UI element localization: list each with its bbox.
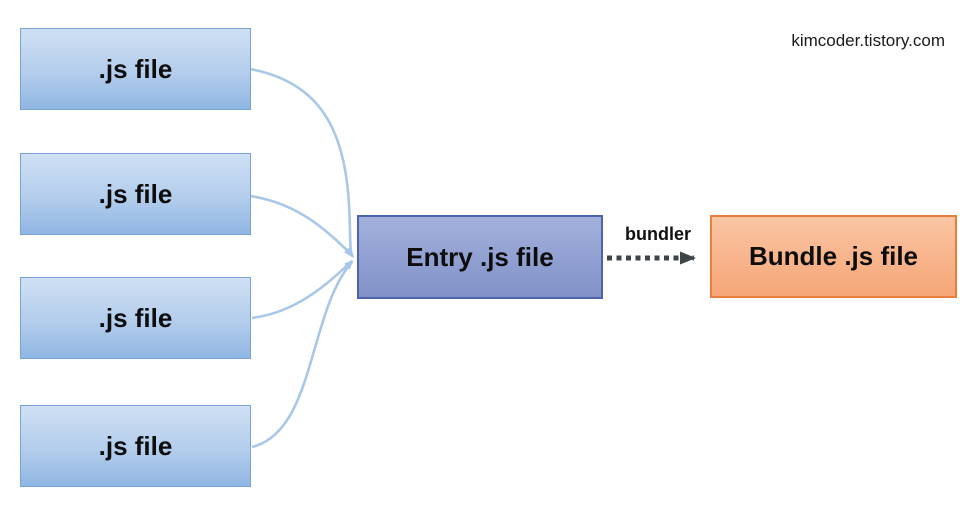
source-js-file-box-2: .js file — [20, 153, 251, 235]
source-js-file-label-1: .js file — [98, 53, 173, 84]
source-js-file-box-1: .js file — [20, 28, 251, 110]
source-js-file-box-4: .js file — [20, 405, 251, 487]
connector-source3-to-entry — [251, 259, 354, 320]
source-js-file-label-2: .js file — [98, 178, 173, 209]
connector-source1-to-entry — [249, 67, 355, 259]
bundler-arrow-label: bundler — [625, 224, 691, 244]
source-js-file-label-3: .js file — [98, 302, 173, 333]
entry-js-file-label: Entry .js file — [406, 241, 554, 272]
entry-js-file-box: Entry .js file — [357, 215, 603, 299]
bundle-js-file-label: Bundle .js file — [748, 241, 919, 271]
connector-source2-to-entry — [249, 194, 354, 257]
source-js-file-box-3: .js file — [20, 277, 251, 359]
watermark-text: kimcoder.tistory.com — [791, 31, 945, 50]
connector-source4-to-entry — [251, 260, 353, 449]
bundle-js-file-box: Bundle .js file — [710, 215, 957, 298]
source-js-file-label-4: .js file — [98, 430, 173, 461]
